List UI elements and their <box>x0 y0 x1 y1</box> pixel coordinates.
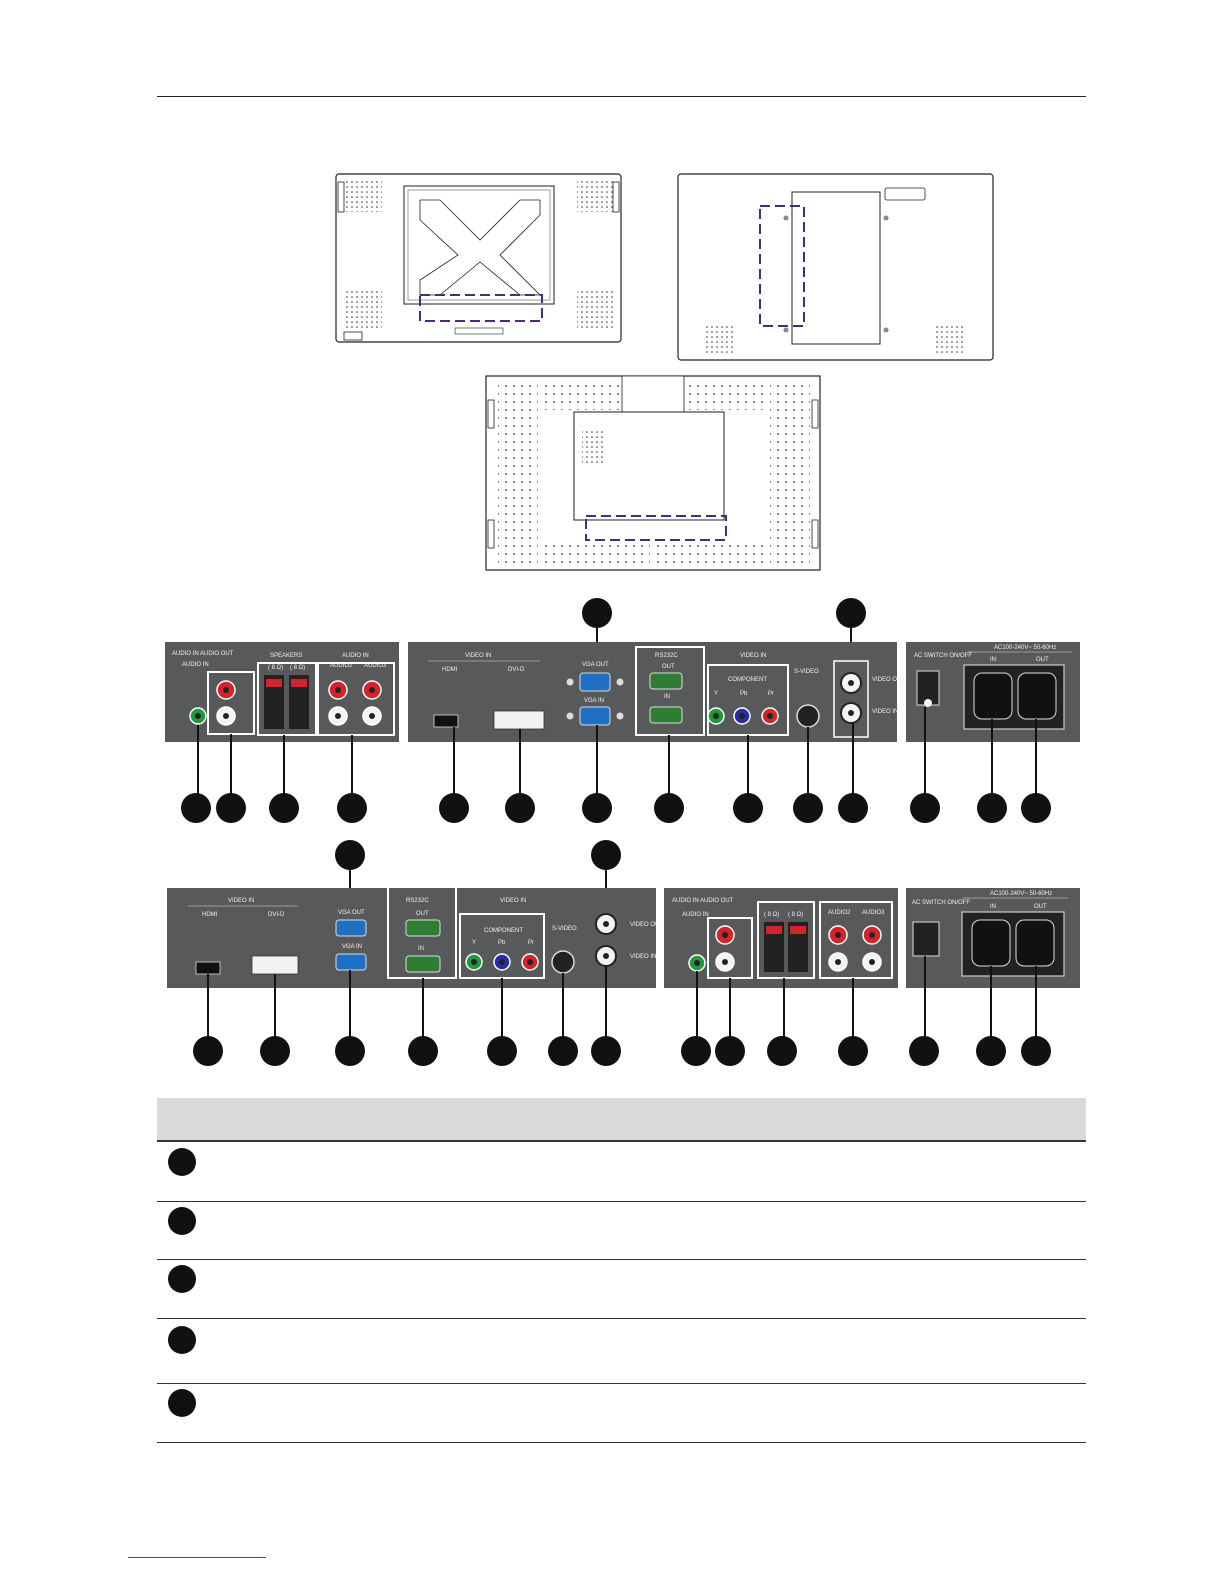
svg-text:HDMI: HDMI <box>442 667 458 673</box>
callout-dots-row1 <box>181 793 1051 823</box>
svg-text:AUDIO3: AUDIO3 <box>862 910 885 916</box>
row-number-badge <box>168 1265 196 1293</box>
table-row <box>157 1384 1086 1443</box>
svg-text:( 8 Ω): ( 8 Ω) <box>788 912 803 918</box>
svg-text:OUT: OUT <box>416 911 429 917</box>
svg-text:AUDIO IN: AUDIO IN <box>342 653 369 659</box>
svg-text:AUDIO3: AUDIO3 <box>364 663 387 669</box>
svg-text:AC100-240V~ 50-60Hz: AC100-240V~ 50-60Hz <box>994 645 1056 651</box>
svg-text:IN: IN <box>664 694 670 700</box>
svg-text:AC100-240V~ 50-60Hz: AC100-240V~ 50-60Hz <box>990 891 1052 897</box>
svg-text:VGA IN: VGA IN <box>584 698 604 704</box>
table-row <box>157 1142 1086 1202</box>
svg-text:VIDEO OUT: VIDEO OUT <box>872 677 905 683</box>
svg-text:VIDEO OUT: VIDEO OUT <box>630 922 663 928</box>
panel-audio-row2: AUDIO IN AUDIO OUT AUDIO IN ( 8 Ω) ( 8 Ω… <box>664 888 898 988</box>
svg-text:VIDEO IN: VIDEO IN <box>228 898 254 904</box>
display-wide-rear <box>485 375 821 571</box>
panel-audio-row1: AUDIO IN AUDIO OUT AUDIO IN SPEAKERS ( 8… <box>165 642 399 742</box>
svg-text:RS232C: RS232C <box>655 653 678 659</box>
svg-text:IN: IN <box>990 904 996 910</box>
svg-text:OUT: OUT <box>662 664 675 670</box>
svg-text:Y: Y <box>714 691 718 697</box>
svg-text:AC SWITCH ON/OFF: AC SWITCH ON/OFF <box>914 653 972 659</box>
row-number-badge <box>168 1326 196 1354</box>
svg-text:AUDIO2: AUDIO2 <box>330 663 353 669</box>
svg-text:AC SWITCH ON/OFF: AC SWITCH ON/OFF <box>912 900 970 906</box>
svg-text:Pb: Pb <box>740 691 748 697</box>
callout-lines-row2 <box>207 956 1037 1038</box>
svg-text:Pb: Pb <box>498 940 506 946</box>
svg-text:OUT: OUT <box>1034 904 1047 910</box>
svg-text:( 8 Ω): ( 8 Ω) <box>290 665 305 671</box>
svg-text:AUDIO IN: AUDIO IN <box>182 662 209 668</box>
svg-text:Pr: Pr <box>768 691 774 697</box>
svg-text:VIDEO IN: VIDEO IN <box>630 954 656 960</box>
svg-text:AUDIO2: AUDIO2 <box>828 910 851 916</box>
svg-text:SPEAKERS: SPEAKERS <box>270 653 302 659</box>
callout-dots-row2 <box>193 1036 1051 1066</box>
svg-text:VIDEO IN: VIDEO IN <box>500 898 526 904</box>
svg-text:AUDIO IN AUDIO OUT: AUDIO IN AUDIO OUT <box>672 898 734 904</box>
callout-top-vga-out <box>582 598 612 628</box>
svg-text:IN: IN <box>990 657 996 663</box>
callout-lines-row1 <box>197 707 1037 795</box>
svg-text:DVI-D: DVI-D <box>508 667 525 673</box>
panel-video-row1: VIDEO IN HDMI DVI-D VGA OUT VGA IN RS232… <box>408 642 905 742</box>
svg-text:VIDEO IN: VIDEO IN <box>872 709 898 715</box>
table-row <box>157 1202 1086 1260</box>
panel-power-row2: AC SWITCH ON/OFF AC100-240V~ 50-60Hz IN … <box>906 888 1080 988</box>
svg-text:IN: IN <box>418 946 424 952</box>
svg-text:VGA IN: VGA IN <box>342 944 362 950</box>
table-row <box>157 1319 1086 1384</box>
svg-text:RS232C: RS232C <box>406 898 429 904</box>
connector-panel-row-1: AUDIO IN AUDIO OUT AUDIO IN SPEAKERS ( 8… <box>165 598 1080 823</box>
table-row <box>157 1260 1086 1319</box>
svg-text:COMPONENT: COMPONENT <box>728 677 767 683</box>
svg-text:VGA OUT: VGA OUT <box>338 910 365 916</box>
svg-text:VIDEO IN: VIDEO IN <box>465 653 491 659</box>
rear-view-illustrations <box>335 173 994 571</box>
header-rule <box>157 96 1086 97</box>
svg-text:OUT: OUT <box>1036 657 1049 663</box>
svg-text:VIDEO IN: VIDEO IN <box>740 653 766 659</box>
svg-text:COMPONENT: COMPONENT <box>484 928 523 934</box>
display-landscape-rear <box>335 173 622 343</box>
connector-panel-row-2: VIDEO IN HDMI DVI-D VGA OUT VGA IN RS232… <box>167 840 1080 1066</box>
svg-text:DVI-D: DVI-D <box>268 912 285 918</box>
footer-link-underline[interactable] <box>128 1557 266 1558</box>
svg-text:S-VIDEO: S-VIDEO <box>794 669 819 675</box>
row-number-badge <box>168 1148 196 1176</box>
svg-text:Y: Y <box>472 940 476 946</box>
panel-video-row2: VIDEO IN HDMI DVI-D VGA OUT VGA IN RS232… <box>167 885 663 988</box>
row-number-badge <box>168 1207 196 1235</box>
panel-power-row1: AC SWITCH ON/OFF AC100-240V~ 50-60Hz IN … <box>906 642 1080 742</box>
svg-text:HDMI: HDMI <box>202 912 218 918</box>
svg-text:Pr: Pr <box>528 940 534 946</box>
callout-top-video-out <box>836 598 866 628</box>
display-portrait-rear <box>677 173 994 361</box>
table-header <box>157 1098 1086 1142</box>
row-number-badge <box>168 1389 196 1417</box>
svg-text:VGA OUT: VGA OUT <box>582 662 609 668</box>
svg-text:( 8 Ω): ( 8 Ω) <box>268 665 283 671</box>
svg-text:S-VIDEO: S-VIDEO <box>552 926 577 932</box>
svg-text:( 8 Ω): ( 8 Ω) <box>764 912 779 918</box>
svg-text:AUDIO IN AUDIO OUT: AUDIO IN AUDIO OUT <box>172 651 234 657</box>
svg-text:AUDIO IN: AUDIO IN <box>682 912 709 918</box>
